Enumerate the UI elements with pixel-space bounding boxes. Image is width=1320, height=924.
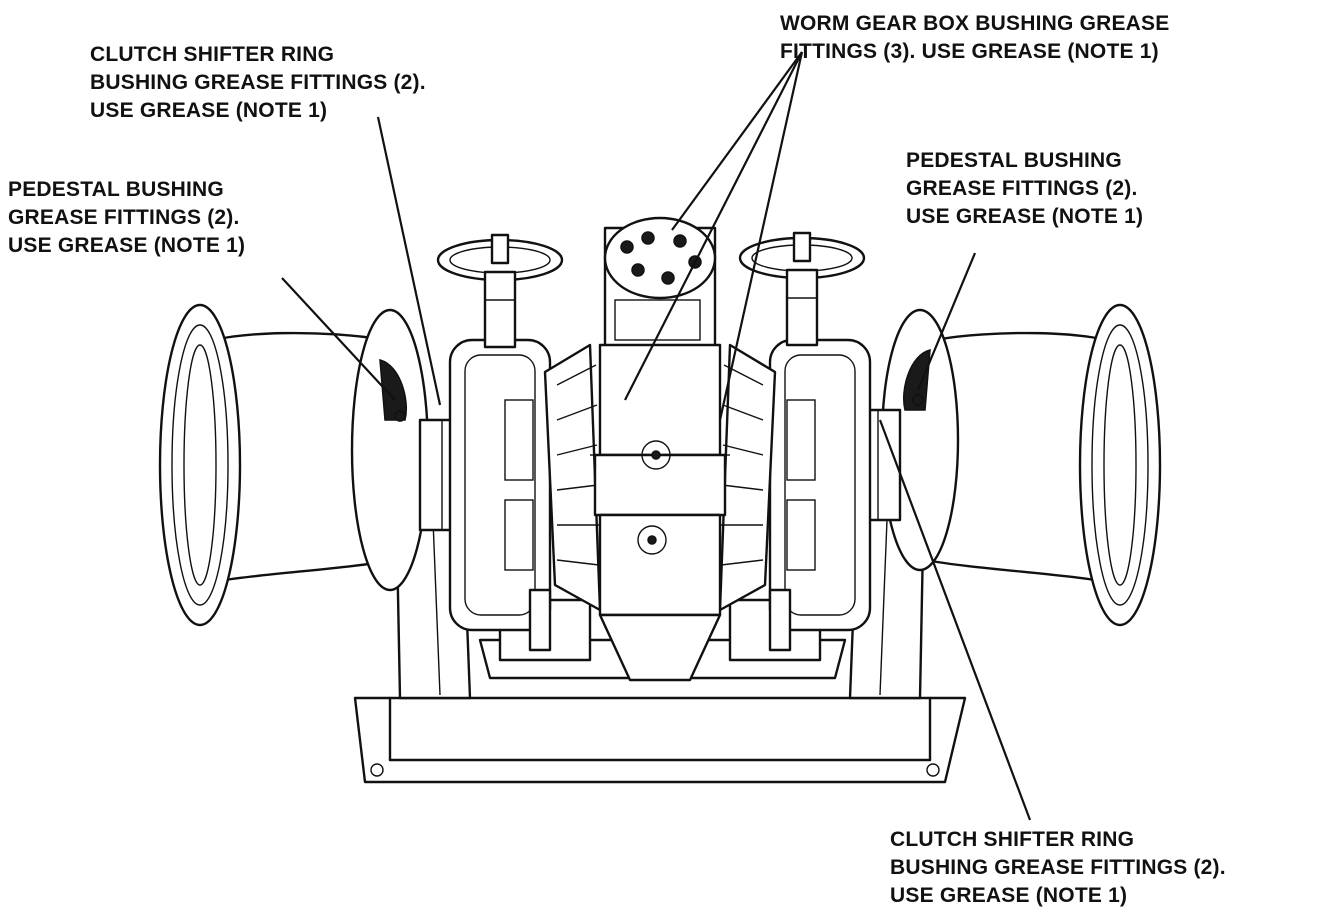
- callout-line: GREASE FITTINGS (2).: [906, 177, 1138, 200]
- callout-line: USE GREASE (NOTE 1): [906, 205, 1144, 228]
- callout-pedestal-left: PEDESTAL BUSHING GREASE FITTINGS (2). US…: [8, 176, 245, 260]
- clutch-drum-right: [768, 338, 872, 652]
- clutch-drum-left: [448, 338, 552, 652]
- callout-line: USE GREASE (NOTE 1): [90, 99, 328, 122]
- callout-line: GREASE FITTINGS (2).: [8, 206, 240, 229]
- callout-line: BUSHING GREASE FITTINGS (2).: [890, 856, 1226, 879]
- handwheel-left: [436, 233, 564, 349]
- gear-wheel-left: [543, 343, 602, 612]
- callout-line: WORM GEAR BOX BUSHING GREASE: [780, 12, 1170, 35]
- callout-clutch-shifter-right: CLUTCH SHIFTER RING BUSHING GREASE FITTI…: [890, 826, 1226, 910]
- callout-worm-gear-box: WORM GEAR BOX BUSHING GREASE FITTINGS (3…: [780, 10, 1169, 66]
- callout-line: USE GREASE (NOTE 1): [890, 884, 1128, 907]
- gearbox-top-cover: [603, 216, 717, 300]
- callout-line: USE GREASE (NOTE 1): [8, 234, 246, 257]
- leader-lines: [281, 51, 1032, 821]
- callout-line: BUSHING GREASE FITTINGS (2).: [90, 71, 426, 94]
- callout-line: FITTINGS (3). USE GREASE (NOTE 1): [780, 40, 1159, 63]
- callout-line: PEDESTAL BUSHING: [8, 178, 224, 201]
- callout-pedestal-right: PEDESTAL BUSHING GREASE FITTINGS (2). US…: [906, 147, 1143, 231]
- base-plate: [353, 696, 967, 784]
- callout-line: PEDESTAL BUSHING: [906, 149, 1122, 172]
- callout-line: CLUTCH SHIFTER RING: [90, 43, 335, 66]
- warping-head-right: [880, 303, 1162, 627]
- handwheel-right: [738, 231, 866, 347]
- warping-head-left: [158, 303, 430, 627]
- callout-clutch-shifter-left: CLUTCH SHIFTER RING BUSHING GREASE FITTI…: [90, 41, 426, 125]
- callout-line: CLUTCH SHIFTER RING: [890, 828, 1135, 851]
